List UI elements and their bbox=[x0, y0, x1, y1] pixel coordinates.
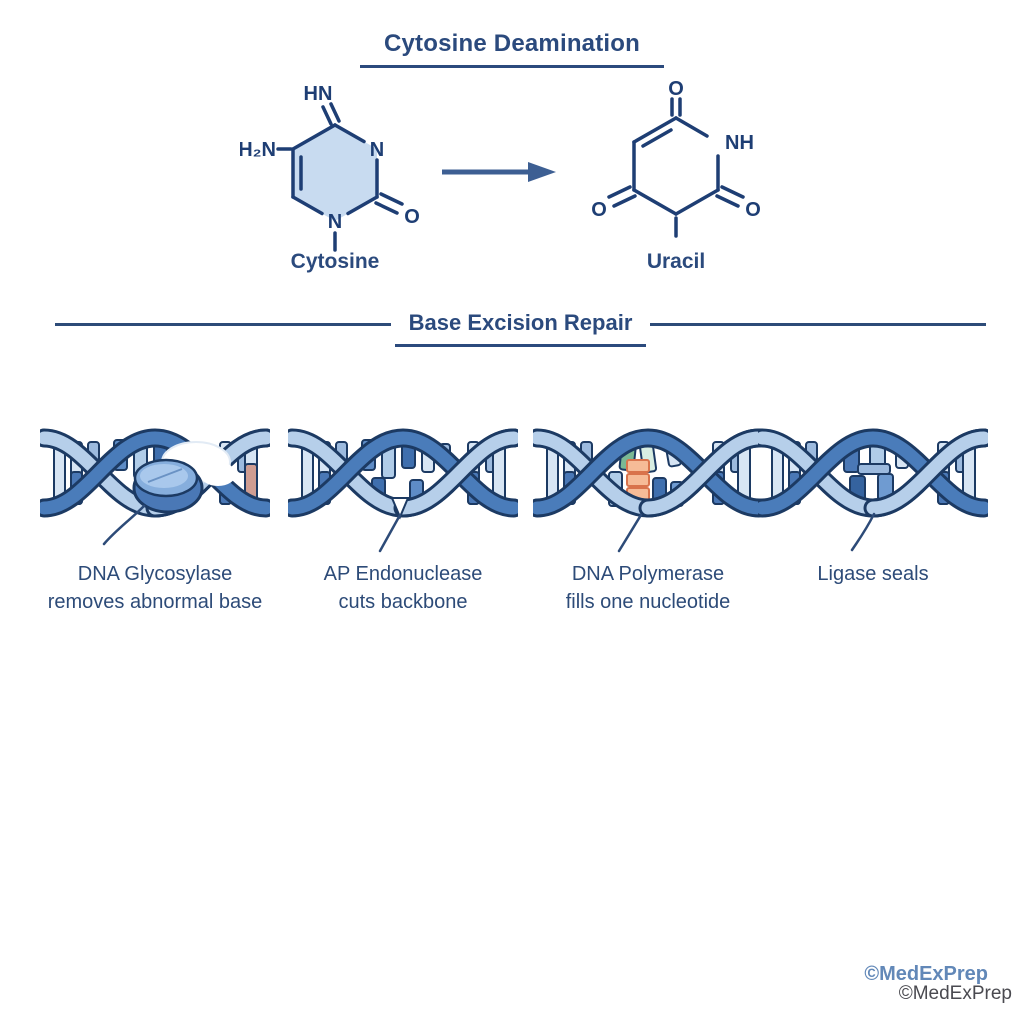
dna-helix-endonuclease-illustration bbox=[288, 428, 518, 553]
caption-line1: DNA Glycosylase bbox=[77, 563, 233, 585]
repair-title: Base Excision Repair bbox=[394, 310, 647, 347]
pointer-line bbox=[378, 513, 402, 553]
step-caption: AP Endonuclease cuts backbone bbox=[288, 560, 518, 616]
uracil-o-left-label: O bbox=[591, 199, 607, 221]
caption-line1: Ligase seals bbox=[817, 563, 929, 585]
uracil-name: Uracil bbox=[646, 250, 706, 273]
uracil-o-right-label: O bbox=[745, 199, 761, 221]
pointer-line bbox=[617, 513, 643, 553]
step-caption: DNA Polymerase fills one nucleotide bbox=[533, 560, 763, 616]
step-caption: Ligase seals bbox=[758, 560, 988, 588]
pointer-line bbox=[850, 512, 876, 552]
pointer-line bbox=[102, 504, 146, 546]
caption-line1: DNA Polymerase bbox=[571, 563, 725, 585]
dna-helix-glycosylase-illustration bbox=[40, 428, 270, 546]
deamination-title: Cytosine Deamination bbox=[359, 30, 665, 68]
cytosine-hn-label: HN bbox=[304, 83, 333, 105]
dna-helix-ligase-illustration bbox=[758, 428, 988, 552]
cytosine-n3-label: N bbox=[370, 139, 384, 161]
reaction-arrow-icon bbox=[442, 162, 556, 182]
caption-line2: fills one nucleotide bbox=[565, 591, 731, 613]
cytosine-n1-label: N bbox=[328, 211, 342, 233]
step-endonuclease: AP Endonuclease cuts backbone bbox=[288, 418, 518, 616]
deamination-section: Cytosine Deamination bbox=[0, 30, 1024, 68]
uracil-nh-label: NH bbox=[725, 132, 754, 154]
cytosine-name: Cytosine bbox=[290, 250, 380, 273]
caption-line2: removes abnormal base bbox=[47, 591, 263, 613]
glycosylase-enzyme-icon bbox=[132, 458, 204, 514]
backbone-cut bbox=[390, 497, 410, 520]
divider-line-left bbox=[55, 323, 391, 326]
step-caption: DNA Glycosylase removes abnormal base bbox=[40, 560, 270, 616]
step-glycosylase: DNA Glycosylase removes abnormal base bbox=[40, 418, 270, 616]
uracil-o-top-label: O bbox=[668, 78, 684, 100]
cytosine-ring-fill bbox=[293, 125, 377, 221]
caption-line1: AP Endonuclease bbox=[323, 563, 483, 585]
dna-helix-polymerase-illustration bbox=[533, 428, 763, 553]
divider-line-right bbox=[650, 323, 986, 326]
step-ligase: Ligase seals bbox=[758, 418, 988, 588]
caption-line2: cuts backbone bbox=[338, 591, 468, 613]
cytosine-structure: HN H₂N N N O bbox=[240, 83, 420, 252]
cytosine-o-label: O bbox=[404, 206, 420, 228]
watermark-blue: ©MedExPrep bbox=[864, 963, 988, 985]
repair-section-header: Base Excision Repair bbox=[0, 306, 1024, 347]
uracil-structure: O NH O O bbox=[591, 78, 761, 238]
cytosine-h2n-label: H₂N bbox=[240, 139, 276, 161]
step-polymerase: DNA Polymerase fills one nucleotide bbox=[533, 418, 763, 616]
watermark-gray: ©MedExPrep bbox=[898, 983, 1012, 1004]
